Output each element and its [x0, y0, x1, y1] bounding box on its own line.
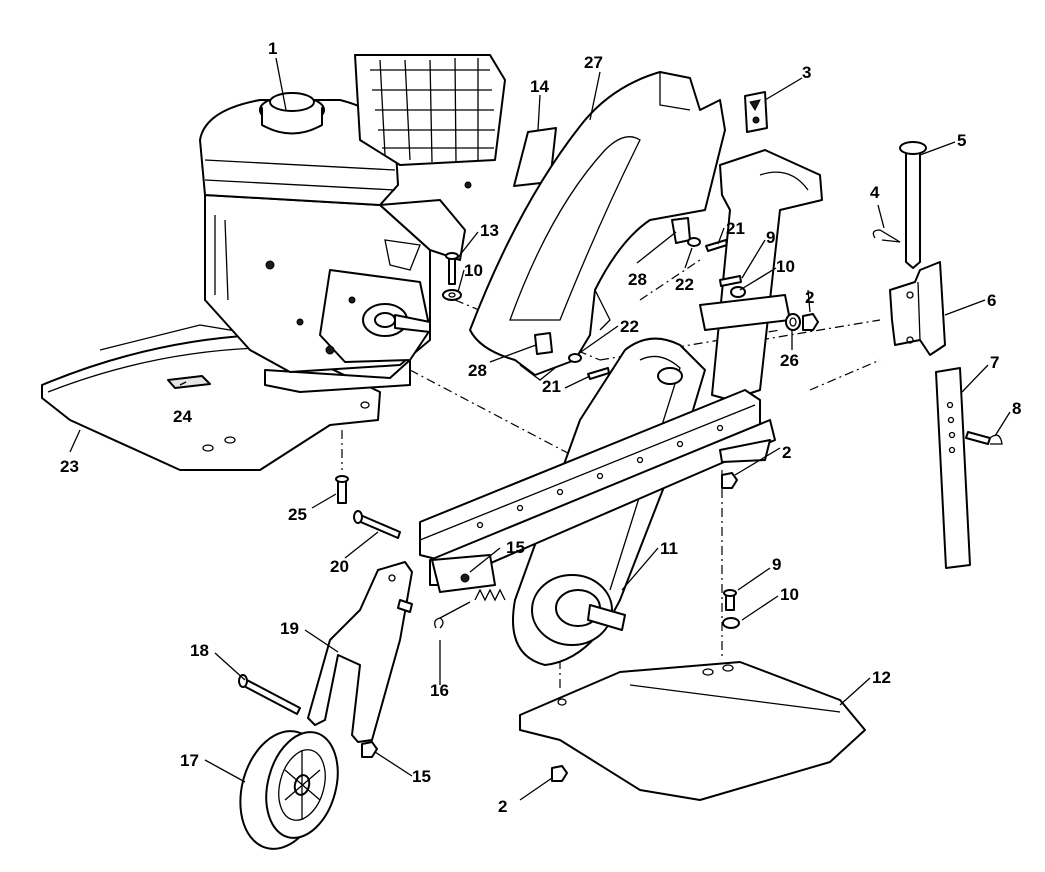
callout-2-frame: 2 [782, 443, 791, 462]
spring-part-15-upper [474, 588, 506, 602]
callout-15-frame: 15 [506, 538, 525, 557]
callout-16: 16 [430, 681, 449, 700]
callout-20: 20 [330, 557, 349, 576]
callout-leader-lines [69, 57, 1011, 801]
callout-8: 8 [1012, 399, 1021, 418]
decal-part-24 [167, 375, 211, 389]
washer-part-10-lower [722, 617, 740, 629]
callout-13: 13 [480, 221, 499, 240]
right-shield-part-12 [519, 661, 866, 801]
clip-part-28-lower [534, 332, 553, 355]
bolt-part-20 [353, 510, 401, 539]
screw-part-21-lower [587, 367, 610, 380]
wheel-bracket-part-19 [307, 561, 413, 743]
callout-14: 14 [530, 77, 549, 96]
engine-part-1 [199, 54, 506, 393]
pin-part-5 [899, 141, 927, 269]
callout-22-upper: 22 [675, 275, 694, 294]
nut-part-2-upper [802, 313, 819, 331]
callout-labels: 1 2 2 2 3 4 5 6 7 8 9 9 10 10 10 11 12 1… [60, 39, 1021, 816]
pin-part-8 [965, 431, 1003, 445]
washer-part-22-upper [687, 237, 701, 247]
depth-bar-part-7 [935, 367, 971, 569]
main-frame [419, 389, 776, 593]
washer-part-26 [785, 313, 801, 331]
bolt-part-9-lower [723, 589, 737, 611]
washer-part-10-upper [442, 289, 462, 301]
callout-26: 26 [780, 351, 799, 370]
handle-guard-part-27 [469, 71, 726, 381]
bolt-part-9-upper [719, 275, 742, 287]
callout-1: 1 [268, 39, 277, 58]
washer-part-22-lower [568, 353, 582, 363]
callout-17: 17 [180, 751, 199, 770]
callout-24: 24 [173, 407, 192, 426]
callout-7: 7 [990, 353, 999, 372]
callout-21-lower: 21 [542, 377, 561, 396]
callout-10-lower: 10 [780, 585, 799, 604]
callout-2-bottom: 2 [498, 797, 507, 816]
callout-27: 27 [584, 53, 603, 72]
frame-column [699, 149, 823, 401]
callout-2-upper-right: 2 [805, 288, 814, 307]
hairpin-clip-part-4 [872, 229, 901, 243]
callout-10-right: 10 [776, 257, 795, 276]
callout-15-lower: 15 [412, 767, 431, 786]
callout-5: 5 [957, 131, 966, 150]
callout-10-engine: 10 [464, 261, 483, 280]
callout-3: 3 [802, 63, 811, 82]
callout-11: 11 [660, 539, 678, 558]
nut-part-2-bottom [551, 765, 568, 782]
callout-18: 18 [190, 641, 209, 660]
callout-6: 6 [987, 291, 996, 310]
axle-bolt-part-18 [238, 674, 301, 715]
clip-part-28-upper [671, 217, 691, 244]
decal-part-3 [744, 91, 768, 133]
callout-9-lower: 9 [772, 555, 781, 574]
callout-19: 19 [280, 619, 299, 638]
nut-part-2-middle [721, 472, 738, 489]
bolt-part-25 [335, 475, 349, 504]
callout-4: 4 [870, 183, 880, 202]
bolt-part-13 [445, 252, 459, 285]
callout-9-upper: 9 [766, 228, 775, 247]
callout-23: 23 [60, 457, 79, 476]
depth-bar-bracket-part-6 [889, 261, 946, 356]
callout-12: 12 [872, 668, 891, 687]
callout-22-lower: 22 [620, 317, 639, 336]
screw-part-21-upper [705, 239, 728, 252]
callout-28-lower: 28 [468, 361, 487, 380]
wheel-part-17 [239, 730, 339, 850]
clip-part-16 [434, 601, 471, 629]
callout-25: 25 [288, 505, 307, 524]
callout-28-upper: 28 [628, 270, 647, 289]
nut-part-15-lower [361, 741, 378, 758]
callout-21-upper: 21 [726, 219, 745, 238]
